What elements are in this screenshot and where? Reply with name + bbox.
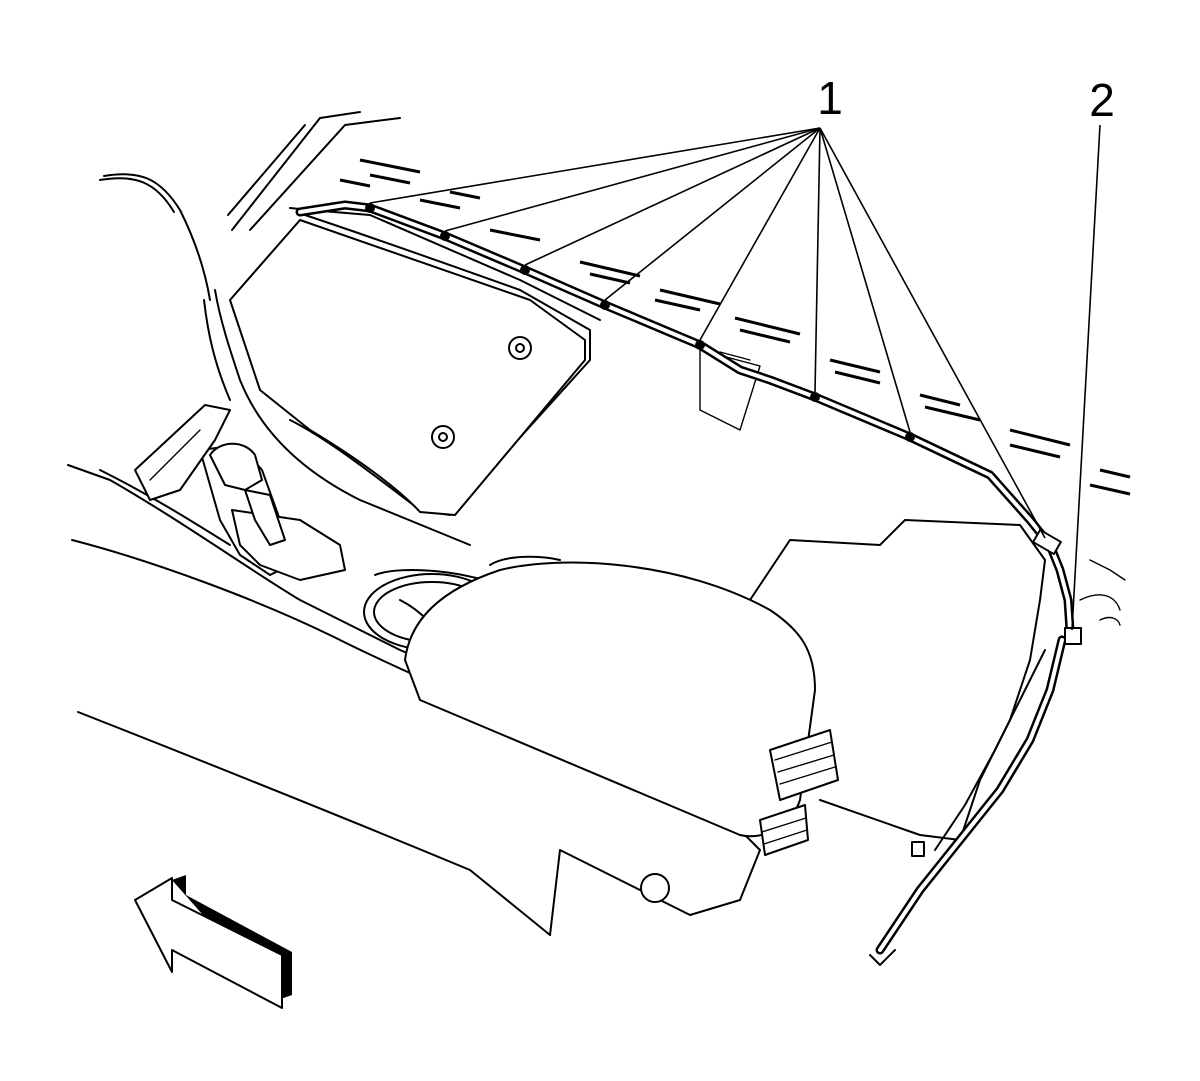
callout-2-leader — [1071, 124, 1101, 631]
floor-access-panel — [229, 219, 586, 516]
callout-label-2: 2 — [1089, 74, 1115, 126]
panel-fastener-lower — [431, 425, 455, 449]
front-direction-arrow-icon — [134, 875, 292, 1009]
rear-structure-hatching — [339, 158, 1131, 496]
wiring-harness — [295, 200, 1126, 966]
center-console — [67, 404, 839, 936]
callout-1-leaders — [369, 127, 1046, 539]
callout-label-1: 1 — [817, 72, 843, 124]
panel-fastener-upper — [508, 336, 532, 360]
